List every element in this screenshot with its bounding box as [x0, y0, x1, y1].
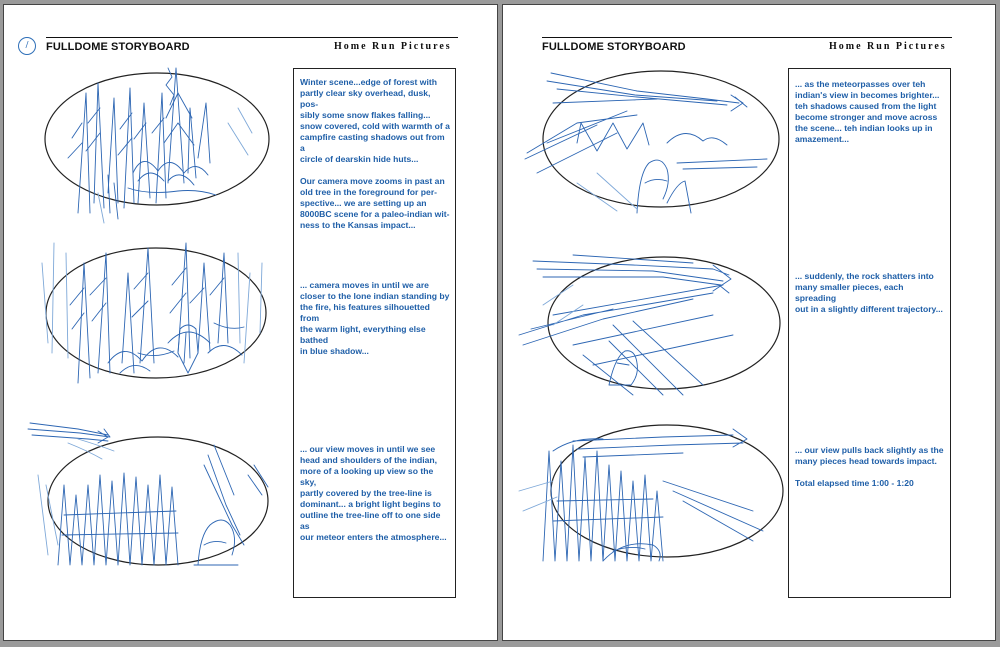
panel-6-sketch	[518, 424, 784, 562]
panel-2-sketch	[41, 242, 267, 384]
panel-description-box: Winter scene...edge of forest with partl…	[293, 68, 456, 598]
company-name: Home Run Pictures	[829, 41, 947, 52]
panel-5-sketch	[518, 254, 781, 396]
company-name: Home Run Pictures	[334, 41, 452, 52]
storyboard-page-1: / FULLDOME STORYBOARD Home Run Pictures …	[3, 4, 498, 641]
panel-4-description: ... as the meteorpasses over teh indian'…	[795, 79, 940, 144]
panel-1-description: Winter scene...edge of forest with partl…	[300, 77, 450, 230]
panel-description-box: ... as the meteorpasses over teh indian'…	[788, 68, 951, 598]
panel-5-description: ... suddenly, the rock shatters into man…	[795, 271, 943, 314]
panel-3-description: ... our view moves in until we see head …	[300, 444, 447, 542]
panel-2-description: ... camera moves in until we are closer …	[300, 280, 450, 356]
panel-1-sketch	[44, 67, 270, 224]
panel-3-sketch	[27, 422, 269, 566]
header-rule	[542, 37, 952, 38]
studio-logo-icon: /	[18, 37, 36, 55]
header-rule	[46, 37, 458, 38]
page-title: FULLDOME STORYBOARD	[46, 41, 190, 53]
storyboard-page-2: FULLDOME STORYBOARD Home Run Pictures ..…	[502, 4, 996, 641]
panel-4-sketch	[524, 70, 780, 214]
panel-6-description: ... our view pulls back slightly as the …	[795, 445, 944, 488]
page-title: FULLDOME STORYBOARD	[542, 41, 686, 53]
